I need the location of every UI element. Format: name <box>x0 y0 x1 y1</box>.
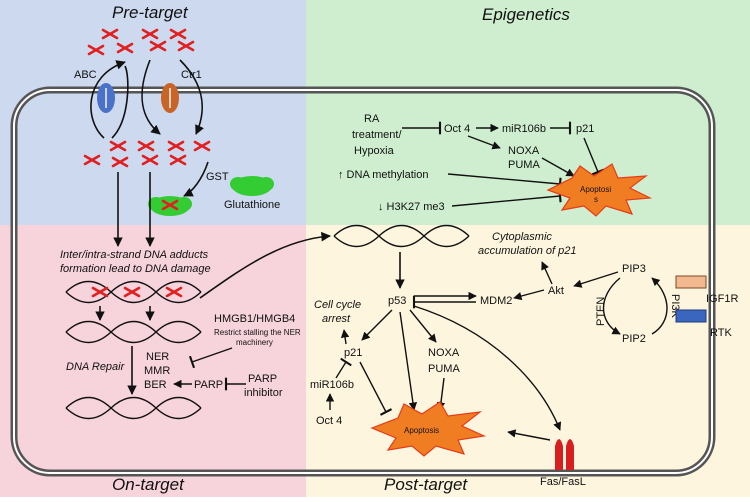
pip3-pip2-cycle-left <box>603 277 621 335</box>
quadrant-title-pre-target: Pre-target <box>112 3 189 22</box>
fas-fasl-receptor[interactable] <box>555 439 574 470</box>
oct4-to-noxa <box>467 135 501 150</box>
epi-noxa-label: NOXA <box>508 145 540 157</box>
abc-label: ABC <box>74 69 97 81</box>
akt-to-cyto-p21 <box>541 261 553 285</box>
epi-mir106b-label: miR106b <box>502 123 546 135</box>
post-apoptosis-burst <box>370 401 487 457</box>
p53-to-p21 <box>361 309 393 341</box>
rtk-receptor[interactable] <box>675 309 707 323</box>
gst-arrow <box>183 161 209 197</box>
mdm2-label: MDM2 <box>480 295 512 307</box>
p53-label: p53 <box>388 295 406 307</box>
rtk-label: RTK <box>710 327 732 339</box>
quadrant-title-post-target: Post-target <box>384 475 468 494</box>
ctr1-label: Ctr1 <box>181 69 202 81</box>
p53-to-noxa <box>409 309 437 343</box>
epigenetics-background <box>306 0 750 225</box>
hmgb-note-line2: machinery <box>236 338 273 347</box>
post-oct4-label: Oct 4 <box>316 415 342 427</box>
post-noxa-label: NOXA <box>428 347 460 359</box>
parp-inhibitor-line2: inhibitor <box>244 387 283 399</box>
dna-repair-label: DNA Repair <box>66 361 126 373</box>
epi-oct4-label: Oct 4 <box>444 123 470 135</box>
parp-inhibitor-line1: PARP <box>248 373 277 385</box>
glutathione-cloud <box>230 176 274 196</box>
epi-p21-label: p21 <box>576 123 594 135</box>
p21-inhibits-apoptosis <box>583 137 605 176</box>
post-apoptosis-label: Apoptosis <box>404 426 439 435</box>
ber-label: BER <box>144 379 167 391</box>
pip3-label: PIP3 <box>622 263 646 275</box>
h3k27-inhibits-apoptosis <box>451 189 562 207</box>
noxa-to-apoptosis <box>541 157 575 177</box>
glutathione-conjugate <box>148 196 192 216</box>
p21-to-cell-cycle <box>340 329 350 345</box>
methylation-inhibits-apoptosis <box>447 173 562 191</box>
mir106b-inhibits-p21 <box>335 357 352 379</box>
dna-methylation-label: ↑ DNA methylation <box>338 169 428 181</box>
akt-label: Akt <box>548 285 564 297</box>
hmgb-note-line1: Restrict stalling the NER <box>214 328 301 337</box>
p21-inhibits-apoptosis-post <box>359 361 393 416</box>
cyto-p21-line2: accumulation of p21 <box>478 245 576 257</box>
epi-apoptosis-line1: Apoptosi <box>580 185 611 194</box>
p53-to-fas <box>413 305 562 431</box>
h3k27-label: ↓ H3K27 me3 <box>378 201 445 213</box>
akt-to-mdm2 <box>513 289 545 301</box>
post-mir106b-label: miR106b <box>310 379 354 391</box>
p53-to-apoptosis <box>399 311 418 411</box>
abc-loop-right <box>111 65 129 139</box>
post-target-background <box>306 225 750 497</box>
epi-apoptosis-burst <box>546 163 653 217</box>
glutathione-label: Glutathione <box>224 199 280 211</box>
cell-cycle-line2: arrest <box>322 313 351 325</box>
pip2-label: PIP2 <box>622 333 646 345</box>
pip3-to-akt <box>573 271 619 288</box>
ra-line1: RA <box>364 113 380 125</box>
epi-puma-label: PUMA <box>508 159 540 171</box>
adducts-text-line2: formation lead to DNA damage <box>60 263 211 275</box>
arrow-to-post-target <box>199 231 331 299</box>
ra-line3: Hypoxia <box>354 145 395 157</box>
hmgb-inhibits-ner <box>188 347 233 369</box>
post-p21-label: p21 <box>344 347 362 359</box>
ner-label: NER <box>146 351 169 363</box>
fas-label: Fas/FasL <box>540 476 586 488</box>
cell-cycle-line1: Cell cycle <box>314 299 361 311</box>
gst-label: GST <box>206 171 229 183</box>
ctr1-influx-arrow <box>141 59 161 135</box>
adducts-text-line1: Inter/intra-strand DNA adducts <box>60 249 209 261</box>
ctr1-influx-arrow-2 <box>179 59 204 135</box>
mmr-label: MMR <box>144 365 170 377</box>
epi-apoptosis-line2: s <box>594 195 598 204</box>
fas-to-apoptosis <box>507 429 551 441</box>
hmgb-label: HMGB1/HMGB4 <box>214 313 295 325</box>
pip2-pip3-cycle-right <box>651 277 668 335</box>
igf1r-receptor[interactable] <box>675 275 707 289</box>
abc-efflux-arrow <box>90 60 126 139</box>
pten-label: PTEN <box>595 297 607 326</box>
igf1r-label: IGF1R <box>706 293 738 305</box>
on-target-background <box>0 225 306 497</box>
quadrant-title-epigenetics: Epigenetics <box>482 5 570 24</box>
ra-line2: treatment/ <box>352 129 402 141</box>
quadrant-title-on-target: On-target <box>112 475 185 494</box>
cyto-p21-line1: Cytoplasmic <box>492 231 552 243</box>
cell-membrane-inner <box>13 89 713 474</box>
post-puma-label: PUMA <box>428 363 460 375</box>
parp-label: PARP <box>194 379 223 391</box>
